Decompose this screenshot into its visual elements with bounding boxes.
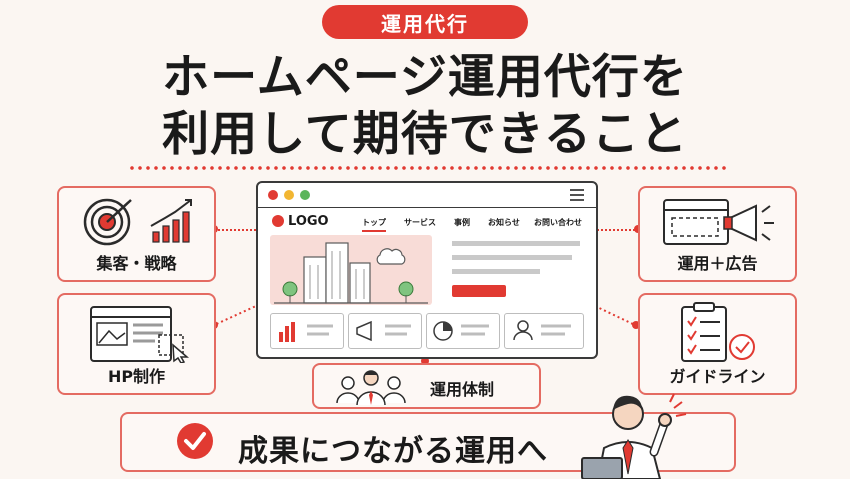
site-logo: LOGO	[288, 214, 329, 229]
nav-item-top[interactable]: トップ	[362, 217, 386, 232]
feature-tile-chart	[270, 313, 344, 349]
bar-chart-icon	[279, 322, 333, 342]
connector-dot	[421, 357, 429, 365]
category-badge: 運用代行	[322, 5, 528, 39]
check-circle-icon	[177, 423, 213, 459]
result-message: 成果につながる運用へ	[238, 434, 548, 469]
connector-marketing	[214, 229, 256, 231]
city-illustration	[274, 242, 428, 304]
nav-item-services[interactable]: サービス	[404, 218, 436, 227]
page-title-line-1: ホームページ運用代行を	[162, 50, 688, 105]
cta-button[interactable]	[452, 285, 506, 297]
target-growth-icon	[83, 198, 192, 246]
window-minimize-dot	[284, 190, 294, 200]
nav-item-contact[interactable]: お問い合わせ	[534, 218, 582, 227]
connector-hp	[210, 305, 257, 329]
text-line	[452, 255, 572, 260]
card-team: 運用体制	[312, 363, 541, 409]
megaphone-icon	[356, 320, 411, 342]
card-hp-label: HP制作	[107, 367, 166, 386]
connector-ads	[594, 229, 638, 231]
card-team-label: 運用体制	[430, 380, 495, 399]
card-ads: 運用＋広告	[638, 186, 797, 282]
menu-icon	[570, 189, 584, 201]
feature-tile-megaphone	[348, 313, 422, 349]
title-divider	[128, 166, 728, 170]
nav-item-news[interactable]: お知らせ	[488, 218, 520, 227]
text-line	[452, 269, 540, 274]
web-design-icon	[90, 306, 190, 363]
user-icon	[513, 320, 571, 341]
businessman-illustration	[581, 393, 687, 479]
card-guideline: ガイドライン	[638, 293, 797, 395]
card-marketing-label: 集客・戦略	[96, 254, 177, 273]
connector-guideline	[594, 305, 640, 329]
card-hp: HP制作	[57, 293, 216, 395]
card-ads-label: 運用＋広告	[677, 254, 758, 273]
feature-tile-user	[504, 313, 584, 349]
browser-titlebar	[258, 183, 596, 208]
logo-mark	[272, 215, 284, 227]
feature-tile-pie	[426, 313, 500, 349]
team-people-icon	[336, 370, 406, 405]
text-line	[452, 241, 580, 246]
window-close-dot	[268, 190, 278, 200]
pie-chart-icon	[433, 321, 489, 341]
website-mockup: LOGO トップ サービス 事例 お知らせ お問い合わせ	[256, 181, 598, 359]
checklist-icon	[681, 302, 755, 362]
page-title-line-2: 利用して期待できること	[162, 107, 688, 162]
hero-image	[270, 235, 432, 305]
nav-item-cases[interactable]: 事例	[454, 218, 470, 227]
megaphone-ad-icon	[663, 199, 774, 245]
card-guideline-label: ガイドライン	[669, 367, 766, 386]
window-maximize-dot	[300, 190, 310, 200]
card-marketing: 集客・戦略	[57, 186, 216, 282]
